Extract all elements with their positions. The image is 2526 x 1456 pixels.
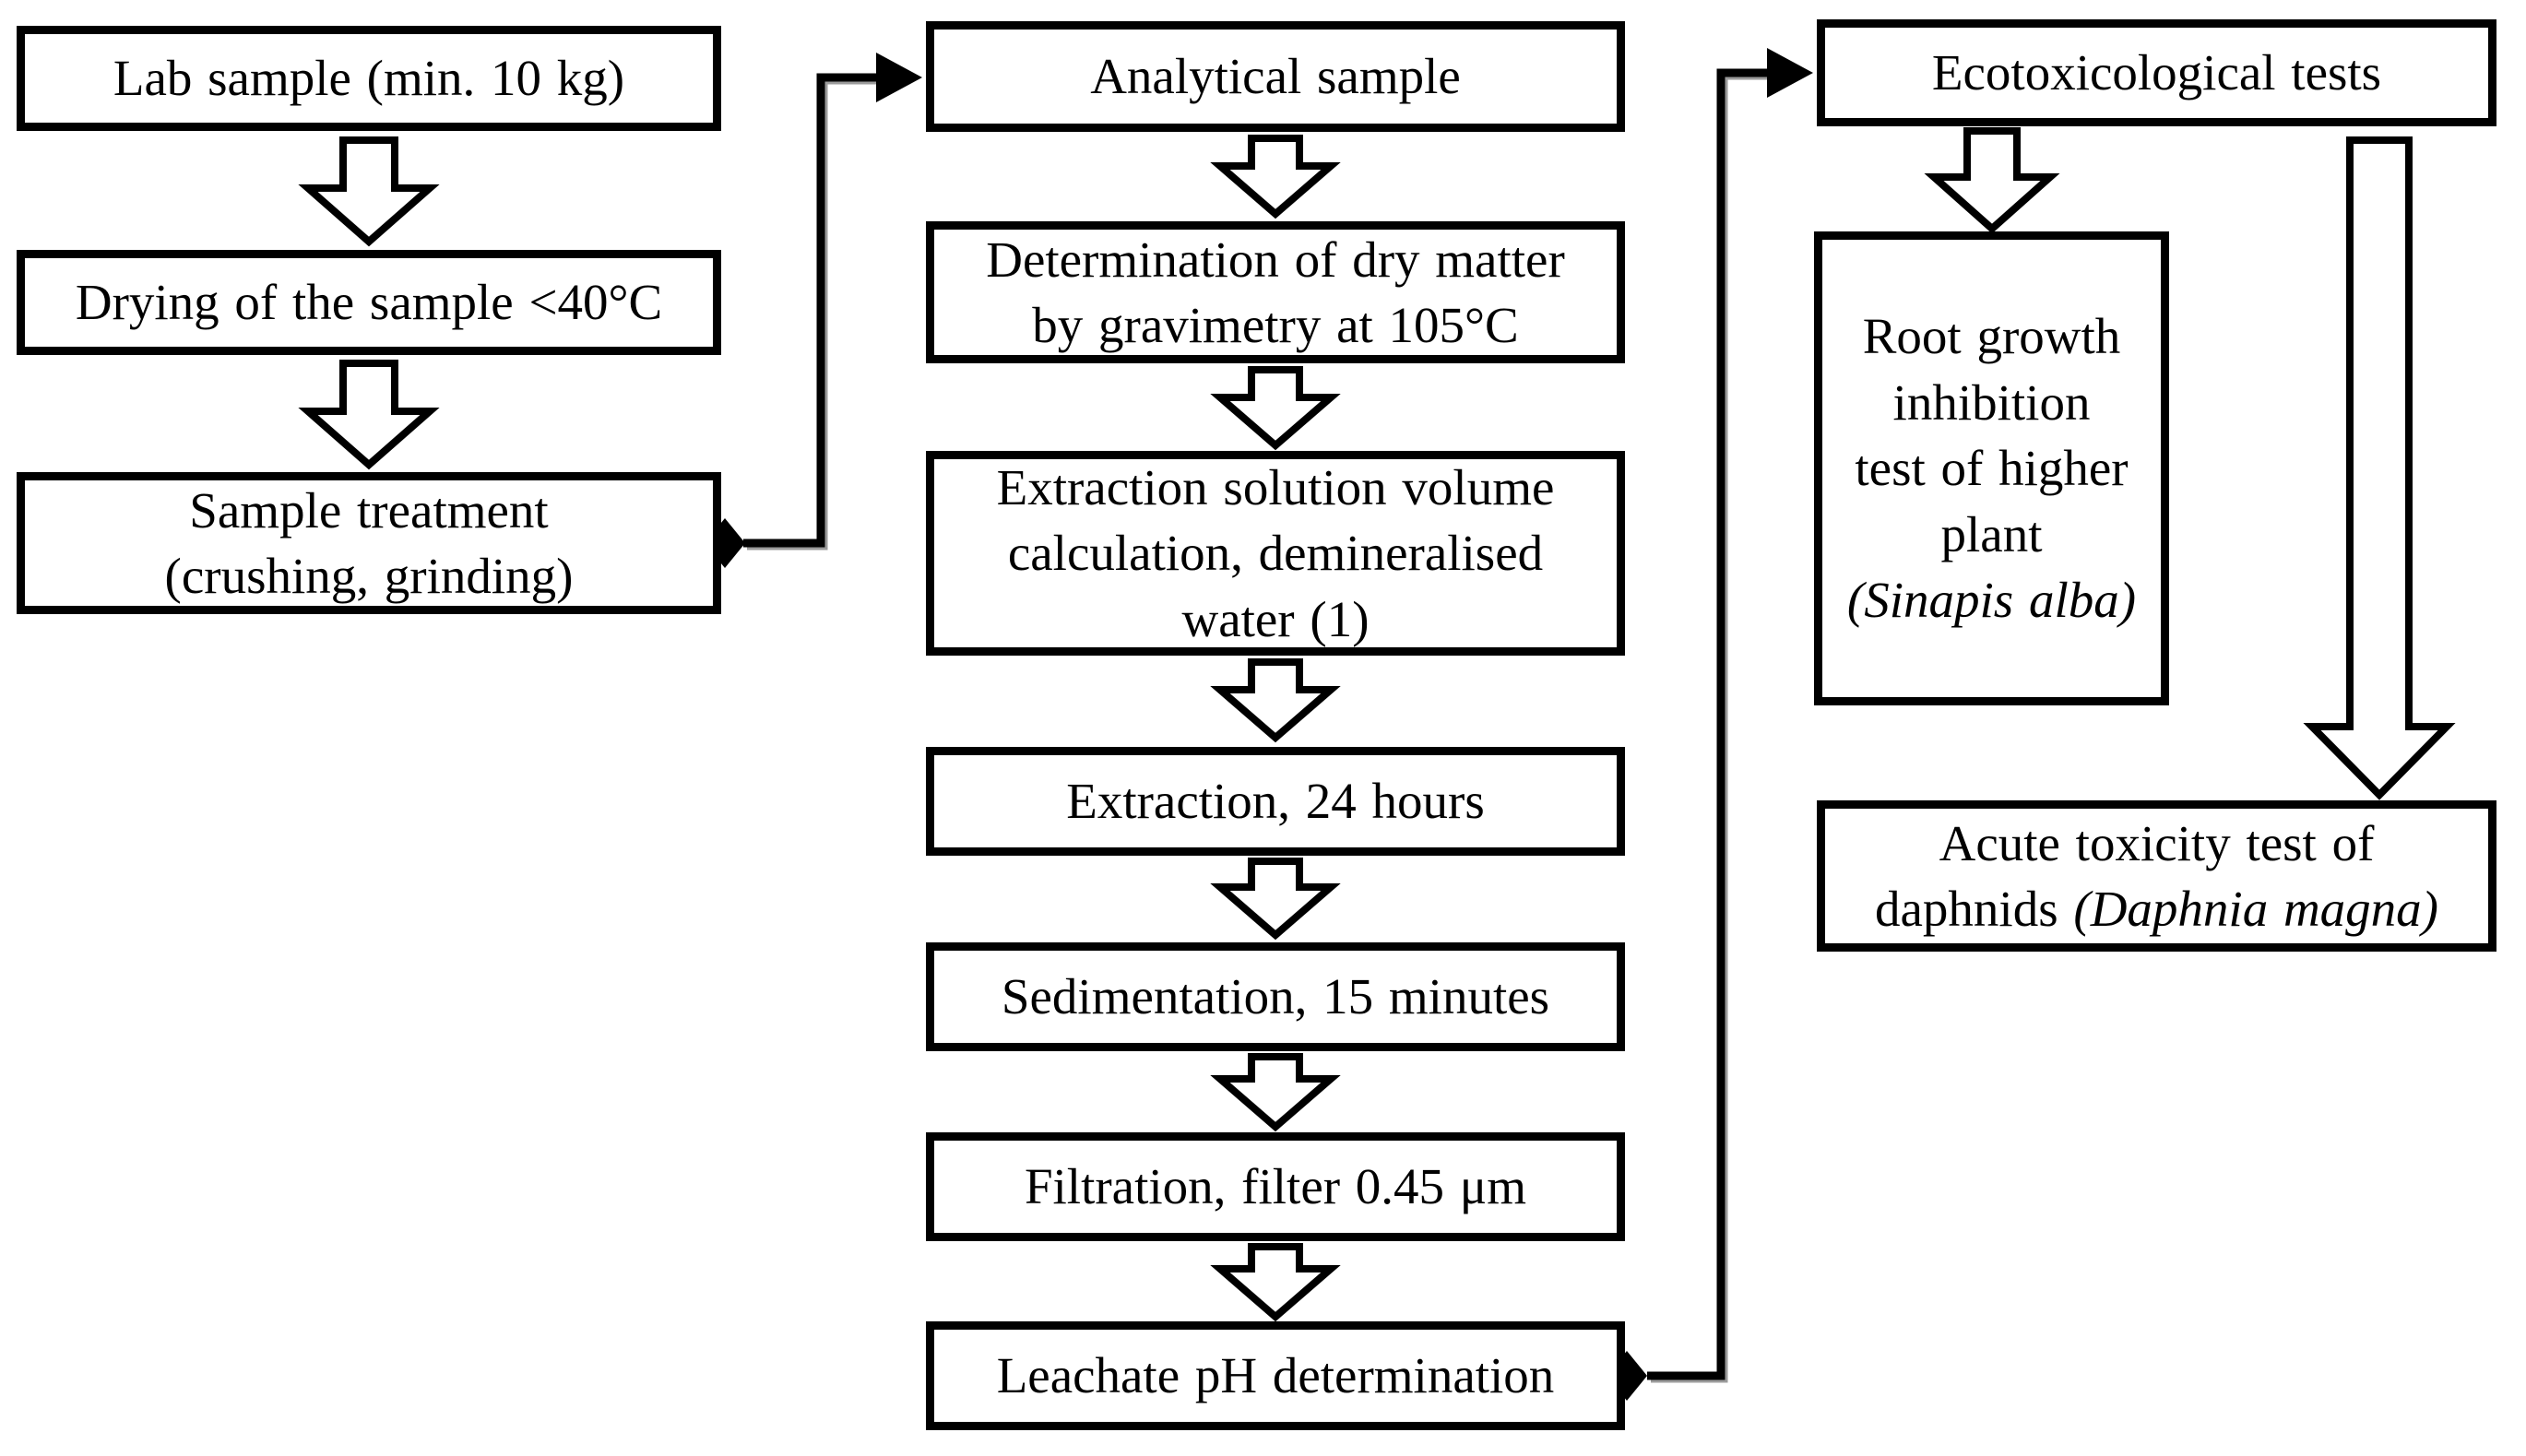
node-sedimentation: Sedimentation, 15 minutes — [926, 942, 1625, 1051]
down-block-arrow-icon — [1924, 127, 2060, 234]
connector-leachate-to-ecotox — [1647, 68, 1769, 1380]
node-acute-toxicity-test: Acute toxicity test of daphnids (Daphnia… — [1817, 800, 2496, 952]
node-drying: Drying of the sample <40°C — [17, 250, 721, 355]
node-label-line: plant — [1940, 505, 2043, 562]
node-label: Drying of the sample <40°C — [75, 274, 663, 331]
species-italic: (Sinapis alba) — [1846, 572, 2137, 629]
node-label-line: by gravimetry at 105°C — [1032, 297, 1519, 353]
down-block-arrow-icon — [298, 136, 440, 247]
down-block-arrow-icon — [1210, 1053, 1341, 1132]
node-label: Leachate pH determination — [996, 1347, 1555, 1404]
node-label-line: test of higher — [1855, 440, 2129, 497]
species-italic: (Daphnia magna) — [2073, 881, 2438, 937]
node-label: Extraction, 24 hours — [1066, 773, 1485, 830]
down-block-arrow-icon — [1210, 135, 1341, 219]
node-label-line: daphnids (Daphnia magna) — [1875, 876, 2438, 942]
connector-arrowhead-analytical — [876, 53, 922, 102]
node-label: Sedimentation, 15 minutes — [1001, 968, 1550, 1025]
node-species-name: (Sinapis alba) — [1847, 567, 2136, 633]
down-block-arrow-icon — [1210, 1243, 1341, 1322]
node-label-line: inhibition — [1892, 373, 2091, 431]
node-label-line: Sample treatment — [189, 481, 549, 539]
down-block-arrow-icon — [1210, 658, 1341, 743]
node-label-line: Root growth — [1862, 308, 2121, 365]
connector-leachate-to-ecotox-shadow — [1651, 73, 1773, 1383]
node-extraction: Extraction, 24 hours — [926, 747, 1625, 856]
long-down-block-arrow-icon — [2303, 136, 2456, 800]
node-sample-treatment: Sample treatment (crushing, grinding) — [17, 472, 721, 614]
node-extraction-solution: Extraction solution volume calculation, … — [926, 451, 1625, 656]
node-label: Filtration, filter 0.45 μm — [1024, 1158, 1527, 1215]
node-label-line: Extraction solution volume — [996, 458, 1555, 515]
node-dry-matter-determination: Determination of dry matter by gravimetr… — [926, 221, 1625, 363]
connector-treatment-to-analytical — [743, 73, 878, 548]
node-label: Analytical sample — [1090, 48, 1461, 105]
node-label-line: water (1) — [1181, 590, 1370, 647]
node-lab-sample: Lab sample (min. 10 kg) — [17, 26, 721, 131]
down-block-arrow-icon — [298, 360, 440, 470]
node-label-line: calculation, demineralised — [1007, 525, 1544, 582]
node-root-growth-test: Root growth inhibition test of higher pl… — [1814, 231, 2169, 705]
node-label-line: Determination of dry matter — [986, 231, 1565, 288]
node-label-line: Acute toxicity test of — [1939, 814, 2375, 871]
connector-arrowhead-ecotox — [1767, 48, 1813, 98]
node-label-line: (crushing, grinding) — [164, 548, 574, 604]
down-block-arrow-icon — [1210, 366, 1341, 451]
node-filtration: Filtration, filter 0.45 μm — [926, 1132, 1625, 1241]
node-label: Ecotoxicological tests — [1931, 44, 2382, 101]
node-leachate-ph: Leachate pH determination — [926, 1321, 1625, 1430]
down-block-arrow-icon — [1210, 858, 1341, 941]
node-label-prefix: daphnids — [1875, 881, 2074, 937]
node-ecotoxicological-tests: Ecotoxicological tests — [1817, 19, 2496, 126]
node-analytical-sample: Analytical sample — [926, 21, 1625, 132]
node-label: Lab sample (min. 10 kg) — [113, 50, 625, 107]
connector-treatment-to-analytical-shadow — [747, 77, 882, 550]
